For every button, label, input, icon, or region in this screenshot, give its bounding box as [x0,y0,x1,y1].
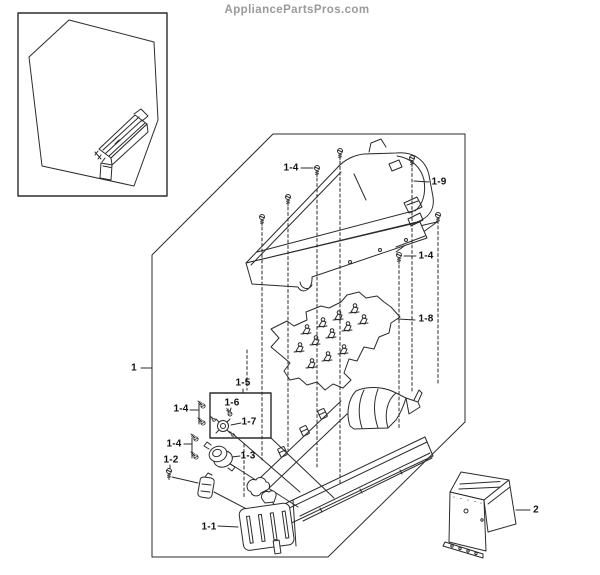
callout-2: 2 [533,504,539,516]
callout-1-1: 1-1 [201,521,217,533]
inset-location-box [17,12,168,197]
heater-element-plate-art [270,291,401,391]
callout-1-5: 1-5 [235,377,251,389]
heater-assembly-inset-art [94,108,149,181]
callout-1-2: 1-2 [163,454,179,466]
callout-1-6: 1-6 [224,397,240,409]
callout-1-7: 1-7 [241,416,257,428]
thermostat-art [203,441,236,472]
callout-1-9: 1-9 [431,176,447,188]
callout-1: 1 [131,362,137,374]
holder-clip-art [197,472,215,499]
watermark-text: AppliancePartsPros.com [224,4,370,16]
callout-1-4-lower: 1-4 [166,438,182,450]
detail-box-1-5 [209,392,272,439]
thermal-fuse-art [209,415,236,438]
callout-1-4-top: 1-4 [283,162,299,174]
callout-1-8: 1-8 [418,313,434,325]
funnel-inlet-art [347,387,423,430]
callout-1-4-mid: 1-4 [173,403,189,415]
dryer-outline-art [28,19,159,187]
callout-1-3: 1-3 [240,450,256,462]
mounting-bracket-art [442,471,517,559]
alignment-dashed-lines [243,160,439,499]
assembly-boundary [151,133,466,558]
callout-1-4-right: 1-4 [418,250,434,262]
heater-housing-tray-art [246,387,434,528]
front-bracket-art [238,499,297,555]
